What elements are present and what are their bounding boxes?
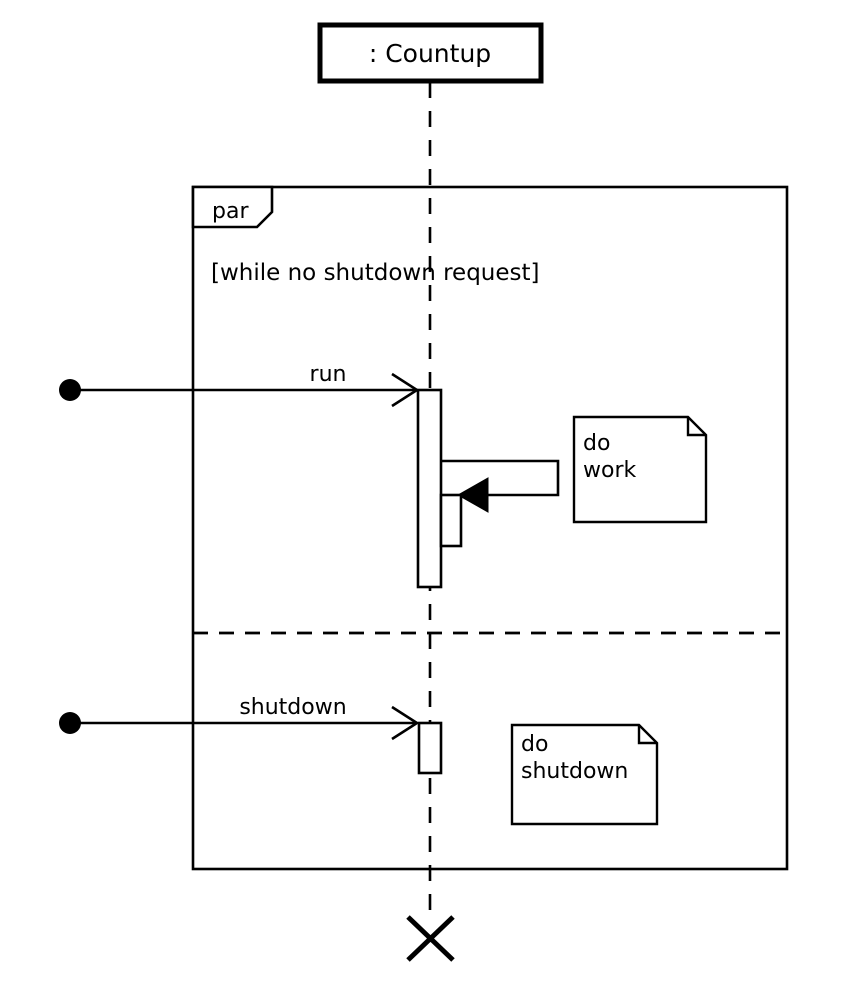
activation-bar-run (416, 388, 443, 589)
message-self-work[interactable] (441, 459, 560, 513)
note-do-shutdown-folded-corner-icon (637, 725, 657, 745)
note-do-shutdown-line1: do (521, 732, 548, 757)
destruction-marker-stroke-2 (406, 915, 455, 962)
message-shutdown[interactable]: shutdown (59, 695, 420, 741)
note-do-shutdown-line2: shutdown (521, 759, 628, 784)
note-do-work-body (572, 415, 708, 524)
message-shutdown-arrowhead-open (391, 705, 420, 741)
fragment-outer-box (191, 185, 789, 871)
message-run-label: run (310, 362, 347, 387)
activation-bar-nested-work (439, 493, 463, 548)
destruction-marker-icon (406, 915, 455, 962)
activation-bar-shutdown (417, 721, 443, 775)
note-do-work-folded-corner-icon (686, 417, 706, 437)
fragment-operator-label: par (212, 199, 249, 224)
lifeline-header[interactable]: : Countup (317, 22, 544, 84)
message-self-work-line (441, 459, 560, 497)
message-shutdown-label: shutdown (239, 695, 346, 720)
note-do-shutdown[interactable]: do shutdown (510, 723, 659, 826)
note-do-work-line2: work (583, 458, 636, 483)
lifeline-header-box (317, 22, 544, 84)
message-self-work-arrowhead-filled (456, 477, 489, 513)
lifeline-header-label: : Countup (369, 39, 491, 68)
note-do-shutdown-body (510, 723, 659, 826)
fragment-operator-tab (191, 185, 274, 229)
message-run[interactable]: run (59, 362, 420, 408)
note-do-work[interactable]: do work (572, 415, 708, 524)
fragment-guard-label: [while no shutdown request] (211, 260, 540, 286)
combined-fragment-par: par [while no shutdown request] (191, 185, 789, 871)
note-do-work-line1: do (583, 431, 610, 456)
